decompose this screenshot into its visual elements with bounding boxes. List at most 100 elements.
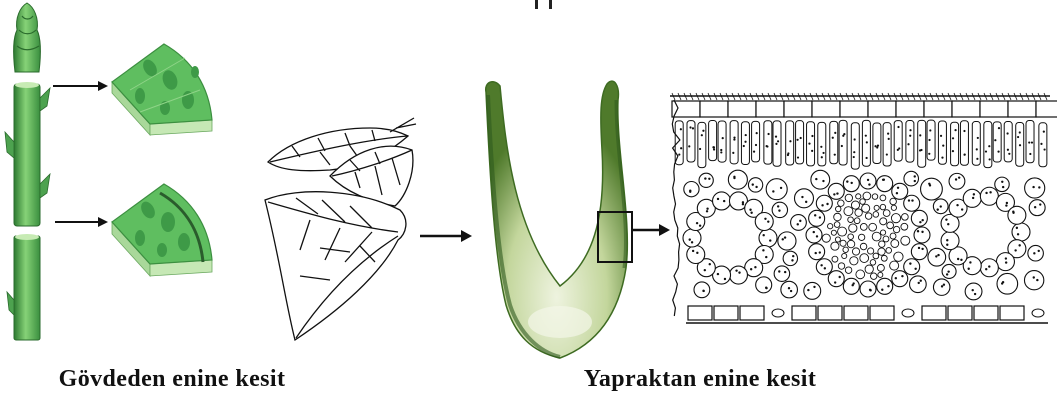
- xylem-phloem-cell: [836, 206, 841, 211]
- stem-cut-face: [15, 234, 39, 240]
- spongy-cell: [921, 178, 943, 200]
- chloroplast: [775, 143, 777, 145]
- chloroplast: [919, 134, 921, 136]
- chloroplast: [929, 184, 931, 186]
- chloroplast: [713, 148, 715, 150]
- xylem-phloem-cell: [860, 199, 866, 205]
- chloroplast: [972, 197, 974, 199]
- xylem-phloem-cell: [851, 201, 859, 209]
- chloroplast: [1006, 202, 1008, 204]
- spongy-cell: [684, 181, 699, 196]
- spongy-cell: [910, 276, 927, 293]
- palisade-cell: [1039, 123, 1047, 167]
- chloroplast: [946, 244, 948, 246]
- chloroplast: [897, 126, 899, 128]
- chloroplast: [952, 137, 954, 139]
- chloroplast: [765, 287, 767, 289]
- chloroplast: [956, 204, 958, 206]
- chloroplast: [692, 250, 694, 252]
- arrow-right-icon: [420, 230, 472, 242]
- xylem-phloem-cell: [886, 248, 892, 254]
- palisade-cell: [873, 123, 881, 164]
- xylem-phloem-cell: [891, 240, 899, 248]
- chloroplast: [822, 180, 824, 182]
- chloroplast: [989, 158, 991, 160]
- xylem-phloem-cell: [873, 212, 879, 218]
- chloroplast: [762, 234, 764, 236]
- spongy-cell: [809, 210, 825, 226]
- chloroplast: [1002, 186, 1004, 188]
- chloroplast: [784, 271, 786, 273]
- chloroplast: [723, 200, 725, 202]
- xylem-phloem-cell: [874, 205, 879, 210]
- xylem-phloem-cell: [869, 223, 877, 231]
- spongy-cell: [877, 278, 893, 294]
- epidermis-cell: [924, 101, 952, 117]
- xylem-phloem-cell: [855, 209, 862, 216]
- spongy-cell: [713, 192, 731, 210]
- chloroplast: [988, 145, 990, 147]
- stem-apical-bud: [14, 3, 41, 72]
- chloroplast: [780, 187, 782, 189]
- chloroplast: [696, 252, 698, 254]
- palisade-cell: [918, 120, 926, 167]
- chloroplast: [704, 177, 706, 179]
- palisade-cell: [718, 121, 726, 162]
- spongy-cell: [860, 281, 876, 297]
- chloroplast: [937, 254, 939, 256]
- chloroplast: [801, 196, 803, 198]
- palisade-cell: [883, 123, 891, 166]
- chloroplast: [1031, 141, 1033, 143]
- chloroplast: [914, 180, 916, 182]
- chloroplast: [976, 158, 978, 160]
- palisade-cell: [709, 120, 717, 160]
- chloroplast: [914, 175, 916, 177]
- chloroplast: [852, 282, 854, 284]
- spongy-cell: [911, 210, 927, 226]
- chloroplast: [735, 269, 737, 271]
- chloroplast: [928, 139, 930, 141]
- leaf-petiole: [390, 118, 416, 132]
- xylem-phloem-cell: [878, 248, 885, 255]
- chloroplast: [821, 204, 823, 206]
- spongy-cell: [843, 278, 859, 294]
- chloroplast: [937, 208, 939, 210]
- spongy-cell: [877, 176, 893, 192]
- stoma: [772, 309, 784, 317]
- palisade-cell: [830, 121, 838, 163]
- stoma: [1032, 309, 1044, 317]
- chloroplast: [960, 259, 962, 261]
- palisade-cell: [927, 120, 935, 160]
- chloroplast: [701, 134, 703, 136]
- chloroplast: [985, 192, 987, 194]
- epidermis-cell: [980, 101, 1008, 117]
- chloroplast: [704, 269, 706, 271]
- chloroplast: [764, 218, 766, 220]
- spongy-cell: [828, 271, 844, 287]
- chloroplast: [1019, 131, 1021, 133]
- chloroplast: [854, 138, 856, 140]
- chloroplast: [918, 247, 920, 249]
- chloroplast: [943, 284, 945, 286]
- chloroplast: [816, 235, 818, 237]
- chloroplast: [799, 220, 801, 222]
- chloroplast: [877, 145, 879, 147]
- chloroplast: [1017, 233, 1019, 235]
- spongy-cell: [980, 187, 998, 205]
- chloroplast: [732, 152, 734, 154]
- chloroplast: [969, 261, 971, 263]
- chloroplast: [964, 154, 966, 156]
- chloroplast: [869, 289, 871, 291]
- spongy-cell: [965, 283, 982, 300]
- chloroplast: [997, 151, 999, 153]
- chloroplast: [691, 241, 693, 243]
- epidermis-cell: [952, 101, 980, 117]
- chloroplast: [1028, 141, 1030, 143]
- spongy-cell: [783, 251, 797, 265]
- palisade-cell: [1004, 122, 1012, 162]
- epidermis-cell: [728, 101, 756, 117]
- chloroplast: [753, 151, 755, 153]
- xylem-phloem-cell: [879, 241, 885, 247]
- palisade-cell: [786, 121, 794, 165]
- chloroplast: [874, 145, 876, 147]
